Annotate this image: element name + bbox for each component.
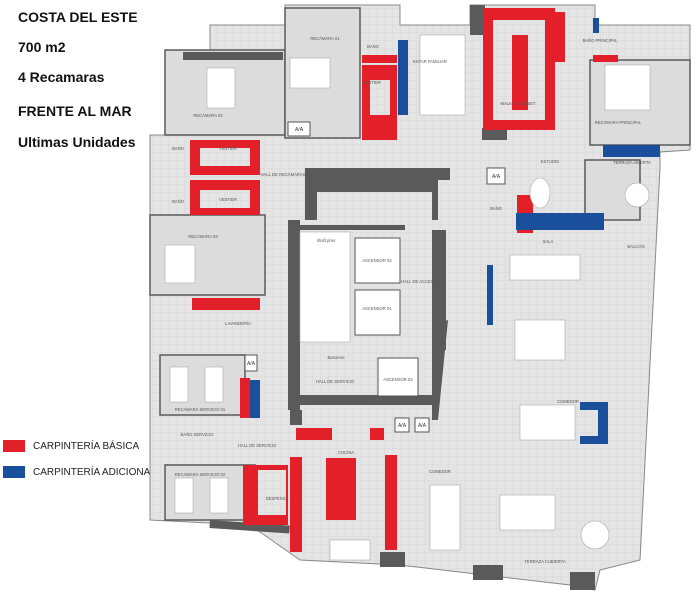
project-name: COSTA DEL ESTE bbox=[18, 9, 138, 25]
wall bbox=[570, 572, 595, 590]
svg-text:shaft pres: shaft pres bbox=[317, 238, 335, 243]
svg-text:ASCENSOR 01: ASCENSOR 01 bbox=[362, 306, 392, 311]
svg-text:BAÑO: BAÑO bbox=[172, 146, 185, 151]
legend-label: CARPINTERÍA ADICIONAL bbox=[33, 466, 156, 478]
svg-text:HALL DE RECÁMARAS: HALL DE RECÁMARAS bbox=[261, 172, 306, 177]
svg-text:shaft eléctrico y sol. especia: shaft eléctrico y sol. especiales bbox=[311, 398, 369, 403]
svg-text:VESTIER: VESTIER bbox=[219, 146, 237, 151]
svg-text:COCINA: COCINA bbox=[338, 450, 354, 455]
svg-text:RECÁMARA SERVICIO 01: RECÁMARA SERVICIO 01 bbox=[175, 407, 226, 412]
stairs bbox=[299, 231, 351, 343]
svg-text:RECÁMARA 02: RECÁMARA 02 bbox=[193, 113, 223, 118]
svg-text:RECÁMARA 03: RECÁMARA 03 bbox=[188, 234, 218, 239]
svg-text:HALL DE ACCESO: HALL DE ACCESO bbox=[401, 279, 438, 284]
svg-text:BAÑO SERVICIO: BAÑO SERVICIO bbox=[181, 432, 215, 437]
svg-text:WALK-IN CLOSET: WALK-IN CLOSET bbox=[500, 101, 536, 106]
svg-text:ESTUDIO: ESTUDIO bbox=[541, 159, 560, 164]
svg-text:A/A: A/A bbox=[295, 127, 304, 133]
floor-outline bbox=[149, 4, 691, 591]
svg-text:VESTIER: VESTIER bbox=[219, 197, 237, 202]
svg-text:ESTAR FAMILIAR: ESTAR FAMILIAR bbox=[413, 59, 447, 64]
core-walls bbox=[288, 168, 450, 425]
svg-text:BAÑO: BAÑO bbox=[172, 199, 185, 204]
svg-text:DESPENSA: DESPENSA bbox=[266, 496, 289, 501]
svg-text:ASCENSOR 03: ASCENSOR 03 bbox=[383, 377, 413, 382]
svg-text:BALCÓN: BALCÓN bbox=[627, 244, 644, 249]
legend-item-basic: CARPINTERÍA BÁSICA bbox=[3, 440, 139, 452]
svg-text:BAÑO: BAÑO bbox=[367, 44, 380, 49]
basic-carpentry bbox=[190, 8, 618, 552]
svg-text:HALL DE SERVICIO: HALL DE SERVICIO bbox=[238, 443, 277, 448]
legend-label: CARPINTERÍA BÁSICA bbox=[33, 440, 140, 452]
svg-text:A/A: A/A bbox=[247, 361, 256, 367]
legend-item-additional: CARPINTERÍA ADICIONAL bbox=[3, 466, 156, 478]
wall bbox=[380, 552, 405, 567]
svg-text:A/A: A/A bbox=[492, 174, 501, 180]
svg-text:SALA: SALA bbox=[543, 239, 554, 244]
svg-text:ASCENSOR 02: ASCENSOR 02 bbox=[362, 258, 392, 263]
bedrooms-text: 4 Recamaras bbox=[18, 69, 105, 85]
svg-text:Basurero: Basurero bbox=[328, 355, 346, 360]
area-text: 700 m2 bbox=[18, 39, 66, 55]
red-swatch bbox=[3, 440, 25, 452]
svg-text:COMEDOR: COMEDOR bbox=[557, 399, 579, 404]
wall bbox=[209, 520, 290, 534]
furniture bbox=[164, 34, 651, 561]
wall bbox=[482, 128, 507, 140]
svg-text:HALL DE SERVICIO: HALL DE SERVICIO bbox=[316, 379, 355, 384]
aa-units: A/A A/A A/A A/A A/A bbox=[244, 121, 506, 433]
svg-text:RECÁMARA SERVICIO 02: RECÁMARA SERVICIO 02 bbox=[175, 472, 226, 477]
room-labels: RECÁMARA 01 BAÑO VESTIER ESTAR FAMILIAR … bbox=[172, 36, 651, 564]
location-text: FRENTE AL MAR bbox=[18, 103, 132, 119]
svg-text:TERRAZA ABIERTA: TERRAZA ABIERTA bbox=[613, 160, 651, 165]
status-text: Ultimas Unidades bbox=[18, 134, 136, 150]
blue-swatch bbox=[3, 466, 25, 478]
additional-carpentry bbox=[250, 18, 660, 444]
svg-text:COMEDOR: COMEDOR bbox=[429, 469, 451, 474]
svg-text:A/A: A/A bbox=[398, 423, 407, 429]
svg-text:RECÁMARA PRINCIPAL: RECÁMARA PRINCIPAL bbox=[595, 120, 642, 125]
svg-text:VESTIER: VESTIER bbox=[363, 80, 381, 85]
svg-text:BAÑO PRINCIPAL: BAÑO PRINCIPAL bbox=[583, 38, 618, 43]
svg-text:RECÁMARA 01: RECÁMARA 01 bbox=[310, 36, 340, 41]
elevator-03 bbox=[377, 357, 419, 397]
svg-text:A/A: A/A bbox=[418, 423, 427, 429]
wall bbox=[183, 52, 283, 60]
svg-text:TERRAZA CUBIERTA: TERRAZA CUBIERTA bbox=[524, 559, 565, 564]
wall bbox=[470, 5, 485, 35]
elevator-01 bbox=[354, 289, 401, 336]
svg-text:BAÑO: BAÑO bbox=[490, 206, 503, 211]
svg-text:LAVANDERÍA: LAVANDERÍA bbox=[225, 321, 251, 326]
elevator-02 bbox=[354, 237, 401, 284]
wall bbox=[473, 565, 503, 580]
